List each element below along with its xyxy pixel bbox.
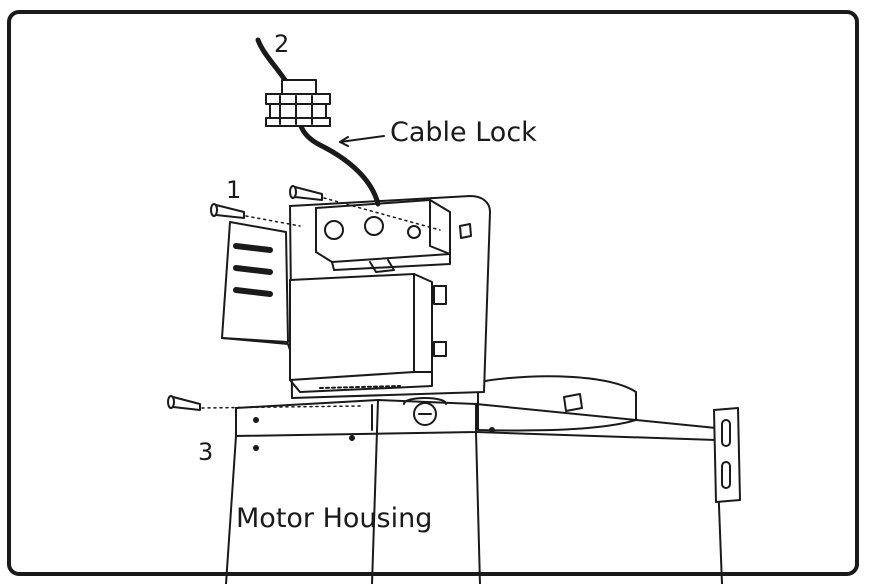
screw-top-left xyxy=(210,203,301,227)
control-box xyxy=(289,273,447,393)
motor-housing xyxy=(225,397,723,584)
callout-2: 2 xyxy=(274,30,290,58)
screw-bottom xyxy=(167,395,361,411)
cable-lock xyxy=(265,79,331,127)
plate-screw xyxy=(459,223,472,239)
duct-cover xyxy=(477,375,637,432)
callout-3: 3 xyxy=(198,438,214,466)
motor-housing-label: Motor Housing xyxy=(236,503,433,534)
cable-lock-leader xyxy=(339,135,385,147)
junction-box xyxy=(315,199,451,273)
callout-1: 1 xyxy=(226,176,242,204)
side-panel xyxy=(221,221,293,357)
screw-top-right xyxy=(289,185,441,231)
cable-lock-label: Cable Lock xyxy=(390,117,537,148)
slotted-bracket xyxy=(713,407,741,503)
